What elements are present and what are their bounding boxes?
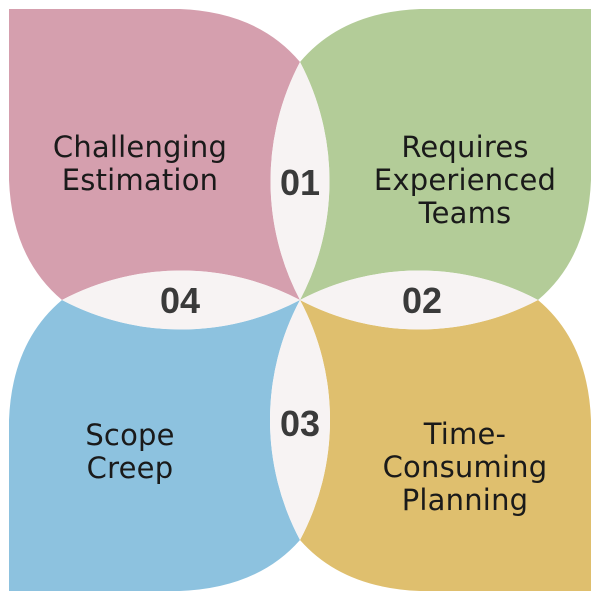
petal-top-right: [300, 9, 591, 300]
number-02: 02: [401, 280, 443, 321]
number-04: 04: [159, 280, 201, 321]
label-scope-creep: Scope Creep: [85, 418, 175, 485]
lens-left: [62, 270, 300, 330]
lens-right: [300, 270, 538, 330]
petal-top-left: [9, 9, 300, 300]
lens-top: [270, 62, 330, 300]
label-requires-experienced-teams: Requires Experienced Teams: [373, 130, 557, 230]
label-challenging-estimation: Challenging Estimation: [52, 130, 228, 197]
petal-bottom-left: [9, 300, 300, 591]
lens-bottom: [269, 300, 331, 540]
petal-bottom-right: [300, 300, 591, 591]
label-time-consuming-planning: Time- Consuming Planning: [382, 417, 548, 517]
number-03: 03: [279, 403, 321, 444]
number-01: 01: [279, 162, 321, 203]
